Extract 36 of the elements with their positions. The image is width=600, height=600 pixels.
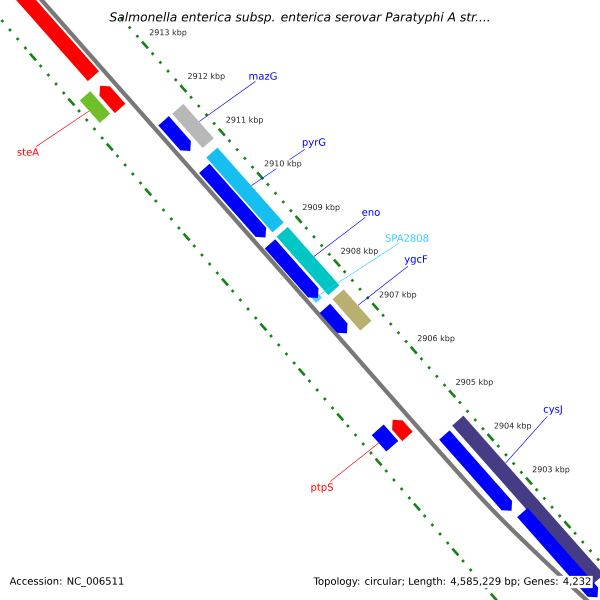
leader-line [199,81,256,122]
title: Salmonella enterica subsp. enterica serovar Paratyphi A str.... [110,12,489,24]
gene-label: mazG [249,72,277,80]
gene-bar [264,239,319,298]
gene-bar [332,289,372,331]
genome-info-text: Topology: circular; Length: 4,585,229 bp; Genes: 4,232 [312,576,593,588]
leader-line [505,416,548,464]
leader-line [36,110,90,148]
gene-bar [199,164,266,238]
leader-line [319,243,400,295]
leader-line [358,266,408,306]
tick-label: 2905 kbp [454,378,494,388]
gene-bar [372,424,398,452]
gene-label: ygcF [404,255,428,265]
gene-bar [320,304,348,334]
gene-bar [392,420,413,442]
gene-bar [206,148,284,232]
tick-label: 2907 kbp [378,290,418,300]
tick-label: 2910 kbp [263,160,302,169]
gene-label: pyrG [302,138,326,148]
gene-bar [439,430,512,511]
accession-text: Accession: NC_006511 [10,577,124,587]
gene-label: eno [362,210,380,216]
gene-bar [80,91,110,123]
tick-label: 2912 kbp [186,72,226,82]
gene-label: ptpS [311,483,333,493]
gene-bar [14,0,100,82]
gene-label: SPA2808 [386,234,428,242]
gene-bar [158,116,192,151]
gene-bar [172,104,214,148]
gene-bar [276,226,340,296]
gene-label: steA [17,148,39,156]
gene-label: cysJ [544,405,562,415]
leader-line [330,442,379,482]
leader-line [314,217,366,257]
gene-bar [99,86,126,114]
